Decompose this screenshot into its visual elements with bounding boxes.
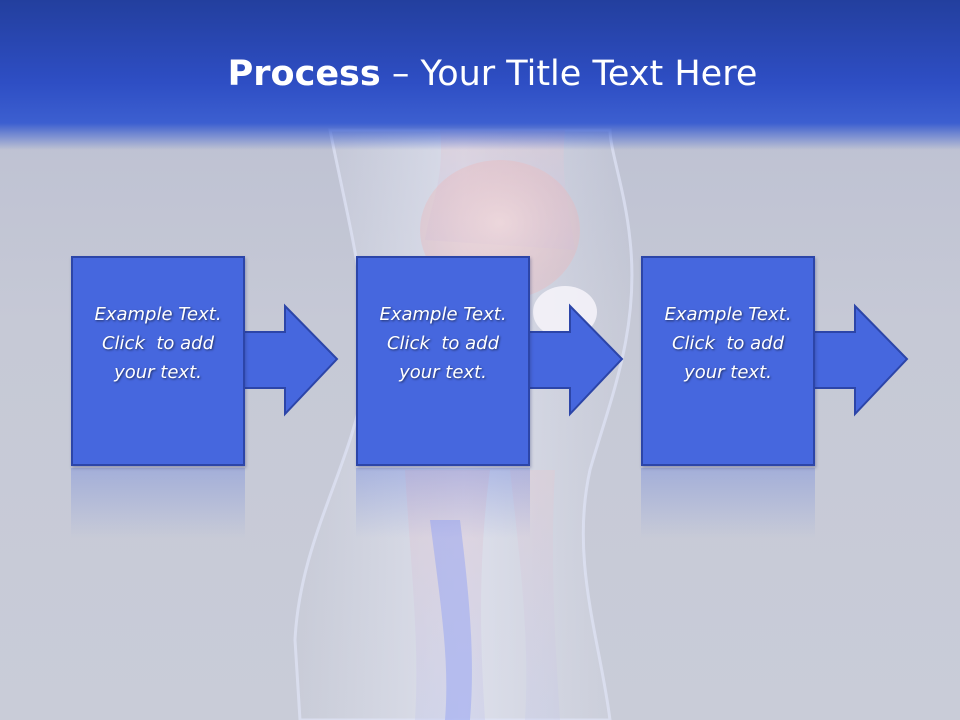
- process-step-3-text[interactable]: Example Text. Click to add your text.: [641, 300, 815, 387]
- process-step-2-box[interactable]: [356, 256, 530, 466]
- right-arrow-icon: [242, 303, 339, 417]
- step-2-line-3: your text.: [399, 362, 487, 383]
- step-2-line-1: Example Text.: [379, 304, 507, 325]
- step-3-line-1: Example Text.: [664, 304, 792, 325]
- step-1-line-3: your text.: [114, 362, 202, 383]
- step-3-line-2: Click to add: [671, 333, 784, 354]
- process-step-2-text[interactable]: Example Text. Click to add your text.: [356, 300, 530, 387]
- process-step-1-text[interactable]: Example Text. Click to add your text.: [71, 300, 245, 387]
- step-1-reflection: [71, 468, 245, 538]
- step-3-line-3: your text.: [684, 362, 772, 383]
- step-2-line-2: Click to add: [386, 333, 499, 354]
- step-1-line-2: Click to add: [101, 333, 214, 354]
- title-rest: – Your Title Text Here: [380, 54, 758, 94]
- page-title[interactable]: Process – Your Title Text Here: [0, 52, 960, 96]
- process-step-3-box[interactable]: [641, 256, 815, 466]
- step-3-reflection: [641, 468, 815, 538]
- header-band: [0, 0, 960, 150]
- step-1-line-1: Example Text.: [94, 304, 222, 325]
- process-step-1-box[interactable]: [71, 256, 245, 466]
- step-2-reflection: [356, 468, 530, 538]
- right-arrow-icon: [812, 303, 909, 417]
- title-bold: Process: [227, 54, 381, 94]
- right-arrow-icon: [527, 303, 624, 417]
